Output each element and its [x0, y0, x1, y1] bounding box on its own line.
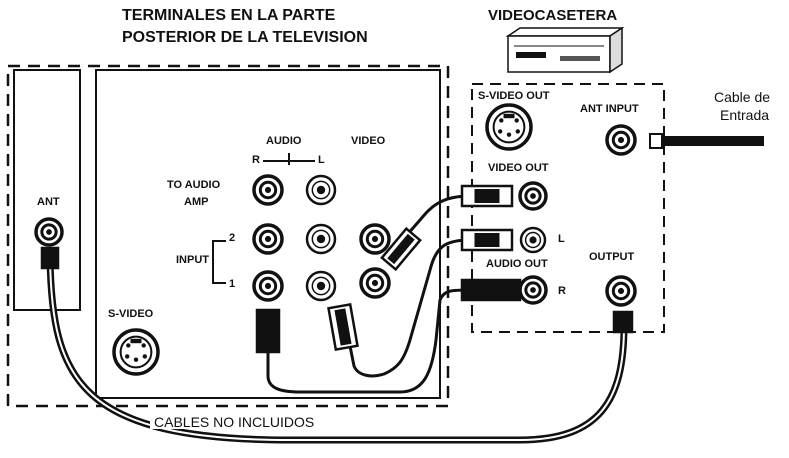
vcr-video-out-jack[interactable] [518, 181, 548, 211]
input2-audio-r-jack[interactable] [252, 223, 284, 255]
to-audio-amp-label-2: AMP [184, 196, 209, 208]
vcr-audio-l-jack[interactable] [519, 226, 547, 254]
tv-ant-panel [13, 69, 81, 311]
audio-cable-r [266, 288, 471, 394]
plug-input2-video [380, 226, 422, 272]
plug-input1-l [327, 302, 359, 352]
vcr-audio-r-jack[interactable] [518, 275, 548, 305]
tv-terminal-panel [95, 69, 441, 399]
cable-de-entrada-line2: Entrada [720, 107, 770, 123]
input-bracket [212, 240, 226, 284]
audio-rl-bracket [263, 153, 315, 165]
vcr-s-video-out-jack[interactable] [485, 103, 533, 151]
tv-audio-label: AUDIO [266, 135, 302, 147]
plug-vcr-audio-r [460, 278, 522, 302]
vcr-video-out-label: VIDEO OUT [488, 162, 549, 174]
cable-de-entrada-line1: Cable de [714, 89, 771, 105]
to-audio-amp-label-1: TO AUDIO [167, 179, 221, 191]
tv-back-outline [6, 64, 450, 408]
vcr-output-label: OUTPUT [589, 251, 635, 263]
vcr-ant-input-jack[interactable] [605, 124, 637, 156]
audio-amp-l-jack[interactable] [305, 174, 337, 206]
input-1-label: 1 [229, 278, 236, 290]
input1-audio-r-jack[interactable] [252, 270, 284, 302]
input1-video-jack[interactable] [359, 267, 391, 299]
input2-video-jack[interactable] [359, 223, 391, 255]
vcr-s-video-out-label: S-VIDEO OUT [478, 90, 550, 102]
vcr-output-jack[interactable] [605, 275, 637, 307]
vcr-panel-outline [471, 83, 665, 333]
vcr-ant-input-label: ANT INPUT [580, 103, 639, 115]
vcr-audio-l-label: L [558, 233, 565, 245]
tv-s-video-label: S-VIDEO [108, 308, 154, 320]
input-label: INPUT [176, 254, 209, 266]
tv-video-label: VIDEO [351, 135, 386, 147]
cables-no-incluidos: CABLES NO INCLUIDOS [150, 415, 319, 429]
audio-amp-r-jack[interactable] [252, 174, 284, 206]
incoming-antenna-cable [658, 136, 764, 146]
tv-audio-l-label: L [318, 154, 325, 166]
input2-audio-l-jack[interactable] [305, 223, 337, 255]
tv-ant-jack[interactable] [34, 217, 64, 247]
tv-title-line1: TERMINALES EN LA PARTE [122, 7, 336, 24]
input1-audio-l-jack[interactable] [305, 270, 337, 302]
plug-vcr-audio-l [460, 228, 514, 252]
plug-tv-ant [40, 246, 60, 270]
audio-cable-l [348, 238, 471, 378]
vcr-audio-r-label: R [558, 285, 566, 297]
plug-vcr-output [612, 310, 634, 334]
tv-title-line2: POSTERIOR DE LA TELEVISION [122, 29, 368, 46]
vcr-device-icon [505, 26, 625, 74]
tv-ant-label: ANT [37, 196, 60, 208]
plug-vcr-video-out [460, 184, 514, 208]
vcr-audio-out-label: AUDIO OUT [486, 258, 548, 270]
tv-s-video-jack[interactable] [112, 328, 160, 376]
tv-audio-r-label: R [252, 154, 260, 166]
input-2-label: 2 [229, 232, 236, 244]
plug-input1-r [255, 308, 281, 354]
vcr-title: VIDEOCASETERA [488, 7, 618, 24]
